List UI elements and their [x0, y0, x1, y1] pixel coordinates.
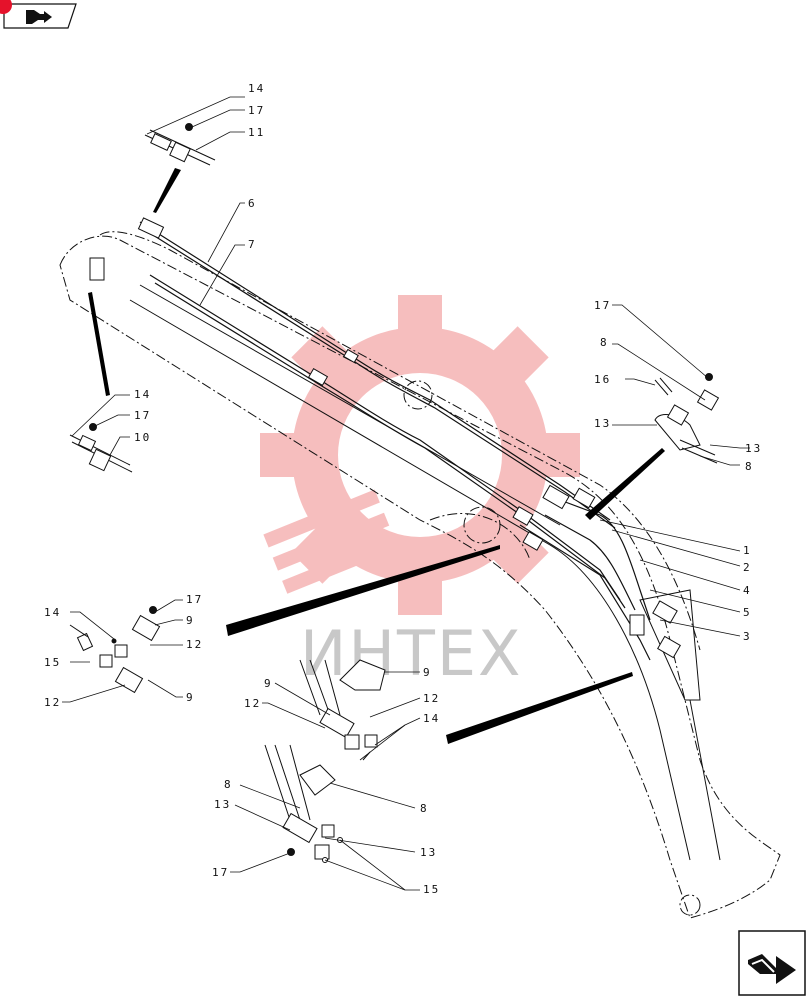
callout-12: 12 [186, 638, 203, 651]
callout-8: 8 [600, 336, 609, 349]
callout-5: 5 [743, 606, 752, 619]
callout-16: 16 [594, 373, 611, 386]
callout-12: 12 [244, 697, 261, 710]
callout-17: 17 [594, 299, 611, 312]
callout-9: 9 [186, 691, 195, 704]
watermark-text: ИНТЕХ [300, 617, 523, 690]
callout-8: 8 [420, 802, 429, 815]
callout-10: 10 [134, 431, 151, 444]
callout-13: 13 [745, 442, 762, 455]
callout-15: 15 [423, 883, 440, 896]
callout-14: 14 [134, 388, 151, 401]
callout-3: 3 [743, 630, 752, 643]
callout-8: 8 [745, 460, 754, 473]
callout-13: 13 [420, 846, 437, 859]
callout-4: 4 [743, 584, 752, 597]
callout-9: 9 [264, 677, 273, 690]
callout-11: 11 [248, 126, 265, 139]
callout-8: 8 [224, 778, 233, 791]
callout-14: 14 [423, 712, 440, 725]
callout-13: 13 [594, 417, 611, 430]
callout-9: 9 [423, 666, 432, 679]
callout-6: 6 [248, 197, 257, 210]
callout-17: 17 [186, 593, 203, 606]
detail-clamp-11 [144, 123, 216, 166]
callout-15: 15 [44, 656, 61, 669]
callout-13: 13 [214, 798, 231, 811]
top-nav-tab[interactable] [0, 0, 80, 32]
callout-labels: 14 17 11 6 7 14 17 10 17 8 16 13 13 8 1 … [44, 82, 762, 896]
callout-12: 12 [44, 696, 61, 709]
callout-7: 7 [248, 238, 257, 251]
back-nav-button[interactable] [738, 930, 806, 996]
callout-14: 14 [248, 82, 265, 95]
detail-clamp-9-12 [69, 606, 161, 694]
watermark-gear-icon [260, 295, 580, 615]
callout-17: 17 [134, 409, 151, 422]
leader-lines [62, 96, 750, 891]
detail-clamp-13 [654, 373, 720, 464]
detail-clamp-middle [299, 659, 386, 761]
detail-clamp-10 [69, 423, 133, 473]
callout-1: 1 [743, 544, 752, 557]
detail-arrows [88, 168, 665, 744]
pipe-clamps [89, 217, 681, 659]
callout-17: 17 [212, 866, 229, 879]
callout-9: 9 [186, 614, 195, 627]
back-arrow-icon [748, 954, 796, 984]
boom-body [129, 284, 721, 861]
callout-17: 17 [248, 104, 265, 117]
callout-2: 2 [743, 561, 752, 574]
callout-14: 14 [44, 606, 61, 619]
notification-badge [0, 0, 12, 14]
callout-12: 12 [423, 692, 440, 705]
arrow-tab-icon [26, 10, 52, 24]
hydraulic-pipes [139, 221, 651, 661]
detail-clamp-bottom [264, 744, 343, 863]
